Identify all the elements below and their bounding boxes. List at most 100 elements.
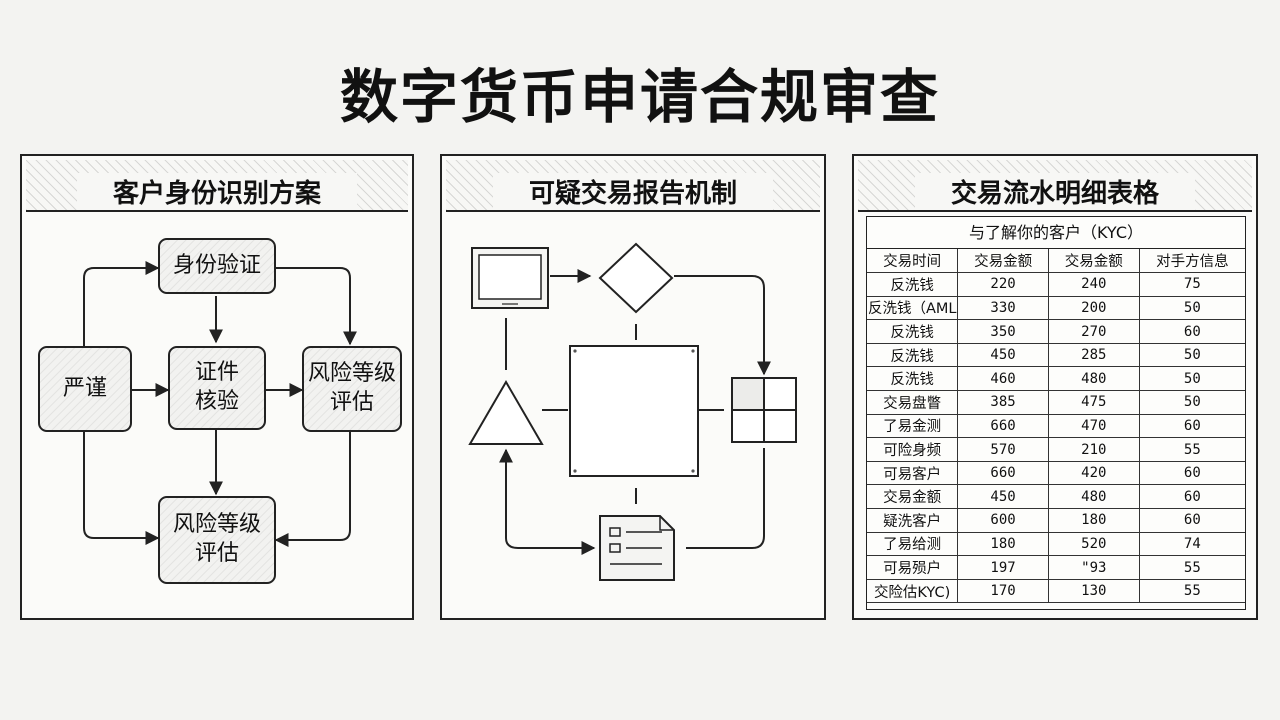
table-cell: 反洗钱 [867,319,959,344]
table-cell: "93 [1047,555,1140,580]
decision-diamond-icon [598,242,674,314]
risk-assessment-node-bottom: 风险等级 评估 [158,496,276,584]
table-cell: 反洗钱（AML） [867,295,959,321]
strict-node: 严谨 [38,346,132,432]
table-cell: 180 [1047,508,1140,533]
table-cell: 330 [957,295,1049,321]
table-cell: 170 [957,578,1049,604]
grid-icon [731,377,797,443]
table-cell: 480 [1047,484,1140,510]
table-cell: 反洗钱 [867,272,959,297]
triangle-icon [468,380,544,445]
transaction-table-panel: 交易流水明细表格 与了解你的客户（KYC） 交易时间交易金额交易金额对手方信息 … [852,154,1258,620]
table-cell: 210 [1047,437,1140,462]
table-cell: 470 [1047,413,1140,439]
table-cell: 50 [1138,295,1245,321]
column-header: 对手方信息 [1138,249,1245,274]
table-cell: 了易金测 [867,413,959,439]
kyc-panel-header: 客户身份识别方案 [26,160,408,212]
table-cell: 480 [1047,366,1140,392]
table-cell: 420 [1047,460,1140,486]
column-header: 交易金额 [957,249,1049,274]
table-cell: 600 [957,508,1049,533]
table-cell: 50 [1138,342,1245,368]
table-cell: 可易客户 [867,460,959,486]
table-cell: 60 [1138,319,1245,344]
table-cell: 了易给测 [867,531,959,557]
table-cell: 240 [1047,272,1140,297]
table-cell: 197 [957,555,1049,580]
table-cell: 200 [1047,295,1140,321]
table-cell: 385 [957,390,1049,415]
table-cell: 270 [1047,319,1140,344]
table-cell: 可易殒户 [867,555,959,580]
table-cell: 74 [1138,531,1245,557]
column-header: 交易金额 [1047,249,1140,274]
table-cell: 60 [1138,508,1245,533]
table-panel-header: 交易流水明细表格 [858,160,1252,212]
table-cell: 285 [1047,342,1140,368]
table-cell: 反洗钱 [867,366,959,392]
str-flow-diagram [499,269,771,555]
risk-assessment-label-bottom: 风险等级 评估 [172,512,261,566]
table-panel-title: 交易流水明细表格 [915,173,1195,210]
table-cell: 55 [1138,555,1245,580]
table-cell: 55 [1138,437,1245,462]
table-cell: 475 [1047,390,1140,415]
strict-label: 严谨 [62,375,107,401]
page-title: 数字货币申请合规审查 [339,63,940,131]
table-cell: 60 [1138,484,1245,510]
table-cell: 55 [1138,578,1245,604]
table-cell: 460 [957,366,1049,392]
identity-verification-label: 身份验证 [172,252,261,278]
monitor-icon [471,247,549,309]
table-cell: 350 [957,319,1049,344]
table-cell: 180 [957,531,1049,557]
table-cell: 130 [1047,578,1140,604]
document-check-node: 证件 核验 [168,346,266,430]
table-cell: 50 [1138,366,1245,392]
table-cell: 570 [957,437,1049,462]
risk-assessment-label-right: 风险等级 评估 [307,361,396,415]
table-cell: 450 [957,484,1049,510]
column-header: 交易时间 [867,249,959,274]
table-cell: 疑洗客户 [867,508,959,533]
kyc-panel-title: 客户身份识别方案 [77,173,357,210]
table-cell: 可险身频 [867,437,959,462]
table-cell: 60 [1138,460,1245,486]
square-frame-icon [569,345,699,477]
identity-verification-node: 身份验证 [158,238,276,294]
table-cell: 75 [1138,272,1245,297]
kyc-panel: 客户身份识别方案 身份验证 严谨 [20,154,414,620]
str-panel-title: 可疑交易报告机制 [493,173,773,210]
table-cell: 交易盘瞥 [867,390,959,415]
table-caption: 与了解你的客户（KYC） [867,217,1245,249]
table-cell: 50 [1138,390,1245,415]
table-cell: 反洗钱 [867,342,959,368]
document-check-label: 证件 核验 [194,360,239,414]
str-panel: 可疑交易报告机制 [440,154,826,620]
table-cell: 交易金额 [867,484,959,510]
table-cell: 60 [1138,413,1245,439]
risk-assessment-node-right: 风险等级 评估 [302,346,402,432]
table-cell: 660 [957,460,1049,486]
kyc-flow-arrows [83,261,357,547]
table-cell: 220 [957,272,1049,297]
table-cell: 450 [957,342,1049,368]
